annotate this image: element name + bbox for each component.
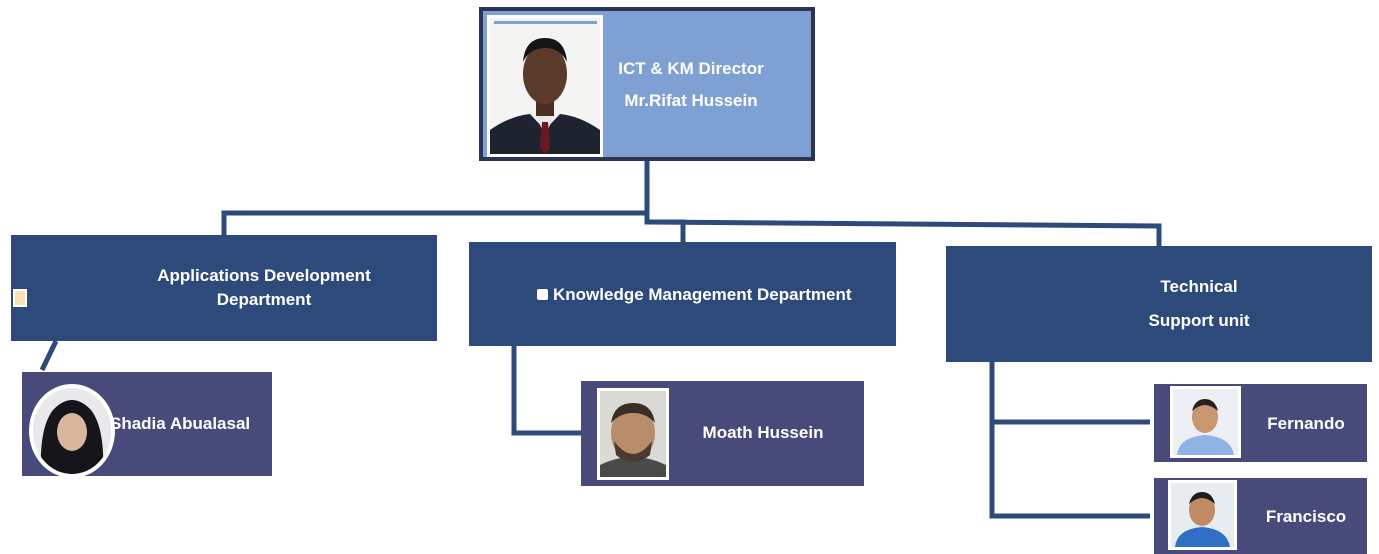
person-portrait-icon (490, 18, 600, 154)
person-portrait-icon (1171, 483, 1234, 547)
director-to-km-connector (644, 213, 686, 243)
director-box: ICT & KM Director Mr.Rifat Hussein (479, 7, 815, 161)
staff-card-fernando: Fernando (1154, 384, 1367, 462)
km-department-box: Knowledge Management Department (469, 242, 896, 346)
staff-card-shadia: Shadia Abualasal (22, 372, 272, 478)
fernando-photo (1170, 386, 1241, 458)
tech-to-francisco-connector (989, 422, 1150, 519)
director-name: Mr.Rifat Hussein (624, 91, 758, 110)
staff-name-francisco: Francisco (1265, 507, 1347, 526)
app-dev-department-box: Applications Development Department (11, 235, 437, 341)
app-dev-department-line1: Applications Development (157, 266, 371, 285)
staff-name-shadia: Shadia Abualasal (110, 414, 251, 433)
bookmark-icon (13, 289, 27, 307)
technical-support-box: Technical Support unit (946, 246, 1372, 362)
director-to-app-dev-connector (221, 158, 650, 236)
person-portrait-icon (600, 391, 666, 477)
person-portrait-icon (1173, 389, 1238, 455)
technical-support-line2: Support unit (1148, 311, 1250, 330)
director-photo (487, 15, 603, 157)
staff-name-fernando: Fernando (1267, 414, 1345, 433)
staff-name-moath: Moath Hussein (702, 423, 824, 442)
square-bullet-icon (537, 289, 548, 300)
technical-support-line1: Technical (1160, 277, 1238, 296)
director-title: ICT & KM Director (618, 59, 764, 78)
km-to-moath-connector (511, 346, 583, 436)
francisco-photo (1168, 480, 1237, 550)
app-dev-to-shadia-connector (39, 339, 59, 372)
tech-to-fernando-connector (989, 362, 1150, 425)
person-portrait-icon (33, 388, 111, 474)
staff-card-francisco: Francisco (1154, 478, 1367, 554)
staff-card-moath: Moath Hussein (581, 381, 864, 486)
director-to-tech-connector (646, 219, 1162, 247)
shadia-photo (29, 384, 115, 478)
moath-photo (597, 388, 669, 480)
km-department-title: Knowledge Management Department (553, 285, 852, 304)
app-dev-department-line2: Department (216, 290, 312, 309)
